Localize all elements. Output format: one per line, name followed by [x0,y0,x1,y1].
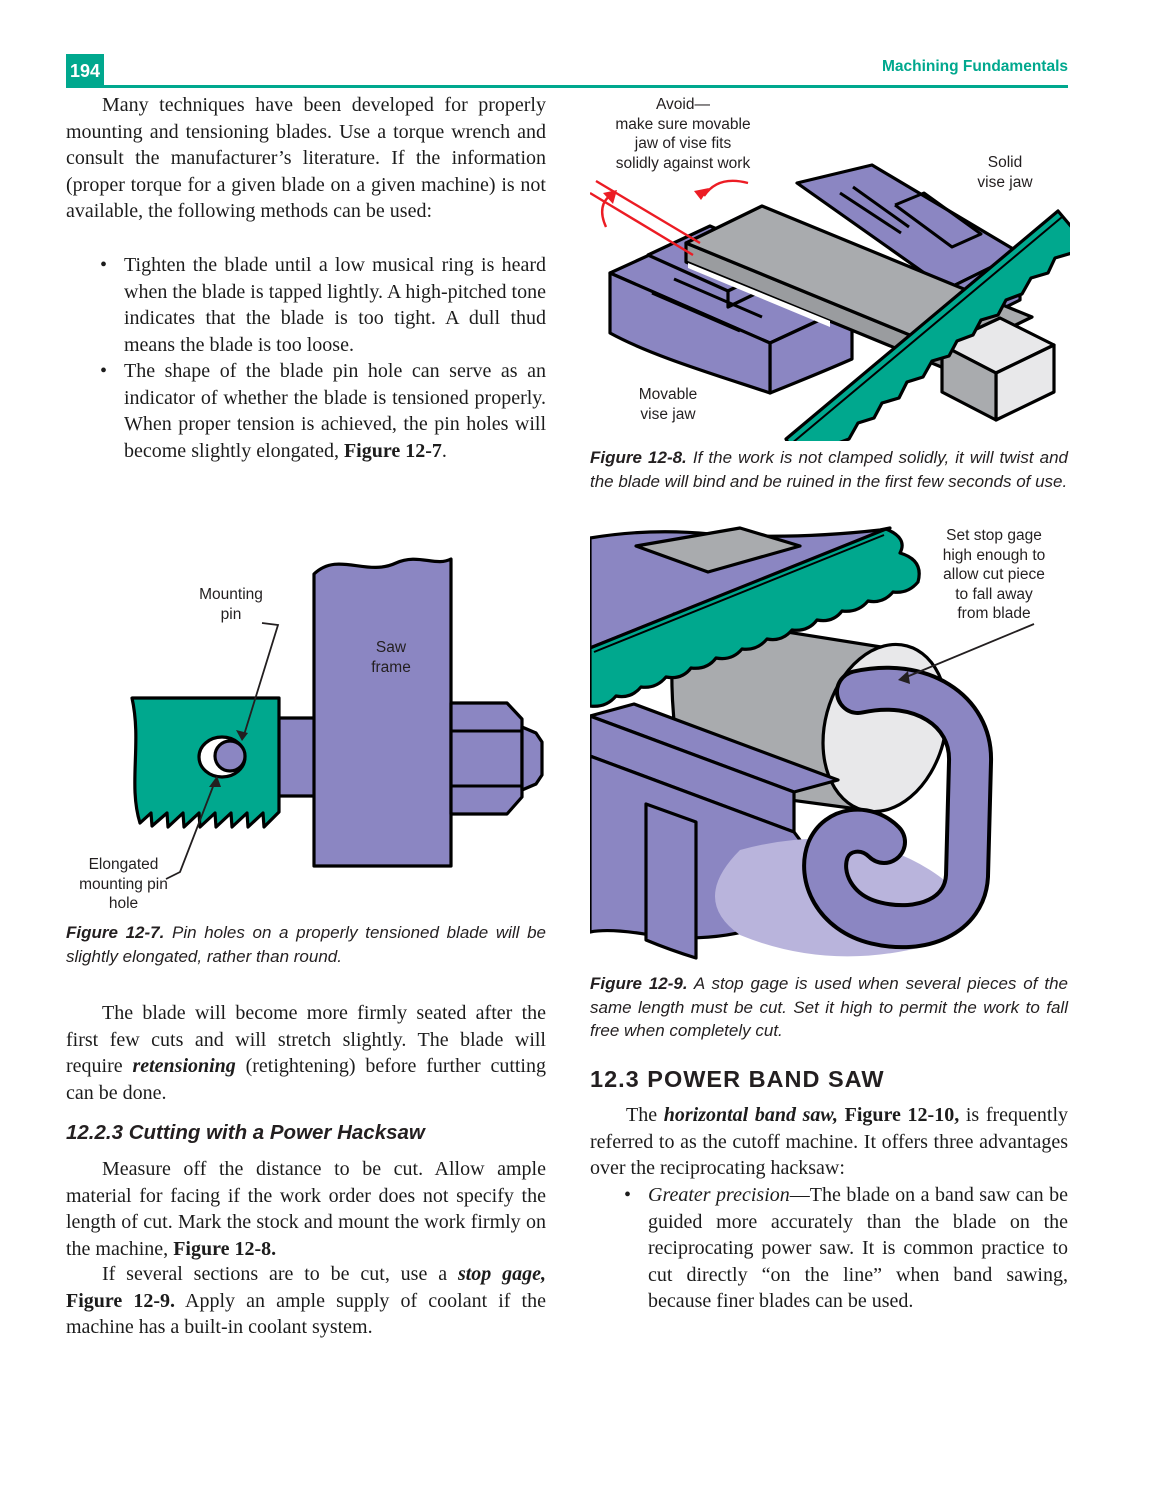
paragraph-text: (retightening) before further cutting ca… [66,1055,546,1104]
stop-gage-leader-line [903,623,1035,679]
paragraph-text: The [626,1104,664,1126]
bolt-tip [520,725,544,792]
avoid-label: Avoid— make sure movable jaw of vise fit… [615,96,751,172]
intro-paragraph: Many techniques have been developed for … [66,94,546,222]
measure-paragraph: Measure off the distance to be cut. Allo… [66,1156,546,1262]
figure-caption-lead: Figure 12-9. [590,974,688,993]
emphasized-term: Greater precision [648,1184,790,1206]
jaw-notch [894,191,983,249]
figure-12-8-caption: Figure 12-8. If the work is not clamped … [590,446,1068,493]
paragraph-text: If several sections are to be cut, use a [102,1263,458,1285]
figure-12-7: Mounting pin Saw frame Elongated mountin… [66,535,546,920]
movable-jaw-front-face [768,303,854,395]
figure-12-8-illustration [590,163,1070,441]
figure-12-7-illustration [130,557,544,880]
cut-piece-side [940,343,998,422]
solid-vise-jaw-label: Solid vise jaw [977,154,1033,191]
page-number: 194 [69,60,101,81]
bullet-text: The shape of the blade pin hole can serv… [124,360,546,462]
blade-back-stripe [793,216,1063,441]
arrowhead [236,730,248,741]
nut-facet-lines [451,729,522,788]
stop-gage-paragraph: If several sections are to be cut, use a… [66,1261,546,1341]
bullet-text: . [441,439,447,462]
figure-caption-text: If the work is not clamped solidly, it w… [590,448,1068,491]
bullet-marker: • [100,254,108,276]
saw-frame-label: Saw frame [371,639,411,676]
figure-caption-text: Pin holes on a properly tensioned blade … [66,923,546,966]
paragraph-text: Measure off the distance to be cut. Allo… [66,1158,546,1260]
cut-piece [940,316,1056,422]
figure-12-9-caption: Figure 12-9. A stop gage is used when se… [590,972,1068,1043]
clamping-gap [688,263,830,327]
figure-12-8: Avoid— make sure movable jaw of vise fit… [590,93,1070,441]
paragraph-text: is frequently referred to as the cutoff … [590,1104,1069,1179]
figure-12-7-caption: Figure 12-7. Pin holes on a properly ten… [66,921,546,968]
elongated-hole-label: Elongated mounting pin hole [79,856,168,912]
section-heading-12-3: 12.3 POWER BAND SAW [590,1066,885,1092]
vise-leg [644,802,698,960]
figure-12-9-illustration [590,526,1035,960]
arrowhead [603,190,617,204]
paragraph-text: Apply an ample supply of coolant if the … [66,1289,546,1339]
band-saw-blade [590,527,921,708]
figure-caption-lead: Figure 12-8. [590,448,687,467]
figure-caption-text: A stop gage is used when several pieces … [590,974,1069,1040]
arrowhead [694,188,709,200]
mounting-pin-leader-line [243,622,280,736]
bullet-marker: • [100,360,108,382]
page-number-badge: 194 [66,54,104,88]
bullet-marker: • [624,1184,632,1206]
stop-gage-label: Set stop gage high enough to allow cut p… [942,527,1046,622]
section-heading-12-2-3: 12.2.3 Cutting with a Power Hacksaw [66,1121,425,1144]
figure-reference: Figure 12-9. [66,1289,176,1312]
tensioning-bullet-list: • Tighten the blade until a low musical … [66,252,546,464]
clamped-stock [634,526,802,574]
figure-reference: Figure 12-10, [844,1104,960,1126]
emphasized-term: horizontal band saw, [663,1104,838,1126]
arrowhead [898,671,910,684]
jaw-detail-lines [839,185,910,235]
figure-caption-lead: Figure 12-7. [66,923,165,942]
bullet-text: Tighten the blade until a low musical ri… [124,254,546,356]
list-item: • Tighten the blade until a low musical … [66,252,546,358]
tension-nut [449,701,524,816]
retensioning-paragraph: The blade will become more firmly seated… [66,1000,546,1106]
bullet-text: —The blade on a band saw can be guided m… [648,1184,1068,1312]
mounting-pin-label: Mounting pin [199,586,263,623]
header-rule [66,85,1068,88]
figure-reference: Figure 12-7 [343,439,442,462]
jaw-detail-lines [651,277,763,333]
mounting-pin [213,739,247,773]
paragraph-text: The blade will become more firmly seated… [66,1002,546,1077]
saw-frame [312,557,453,868]
stop-gage [806,669,989,946]
emphasized-term: retensioning [132,1055,236,1077]
movable-jaw-side-face [608,271,772,395]
list-item: • The shape of the blade pin hole can se… [66,358,546,464]
blade-back-stripe [593,534,885,653]
advantages-bullet-list: • Greater precision—The blade on a band … [590,1182,1068,1315]
twist-arrow [703,179,749,197]
movable-vise-jaw-label: Movable vise jaw [638,386,698,423]
figure-reference: Figure 12-8. [173,1237,277,1260]
band-saw-paragraph: The horizontal band saw, Figure 12-10, i… [590,1102,1068,1182]
figure-12-9: Set stop gage high enough to allow cut p… [590,520,1070,968]
list-item: • Greater precision—The blade on a band … [590,1182,1068,1315]
arrowhead [209,776,221,787]
paragraph-text [838,1104,845,1126]
elongated-hole-leader-line [165,783,215,880]
header-title: Machining Fundamentals [881,58,1068,75]
emphasized-term: stop gage, [457,1263,547,1285]
